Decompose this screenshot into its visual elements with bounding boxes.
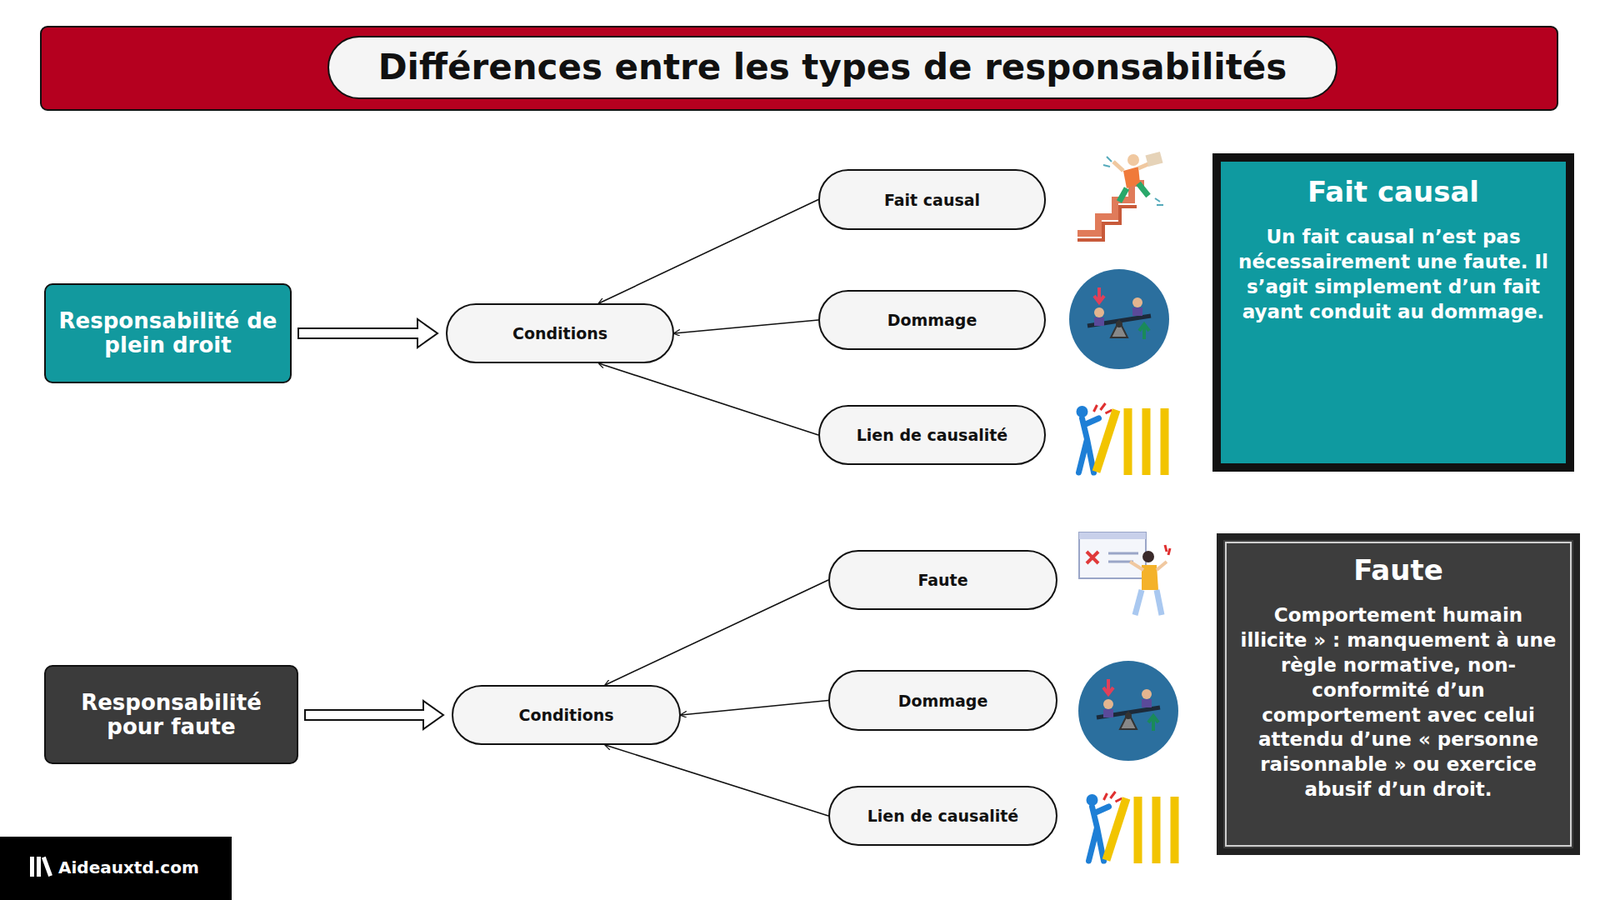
process-box: Conditions [451,685,681,745]
connector-arrow [605,580,829,685]
node-label: Fait causal [884,190,980,210]
connector-arrow [599,363,819,435]
node-label: Dommage [887,310,978,330]
node-label: Faute [917,570,968,590]
title-text: Différences entre les types de responsab… [328,46,1337,88]
panel-body: Un fait causal n’est pas nécessairement … [1235,225,1551,325]
panel-heading: Faute [1353,553,1444,587]
node-label: Dommage [898,691,989,710]
damage-icon [1069,269,1170,370]
process-box: Lien de causalité [828,785,1058,846]
definition-panel: FauteComportement humain illicite » : ma… [1216,533,1580,855]
connector-arrow [680,700,829,716]
panel-body: Comportement humain illicite » : manquem… [1238,603,1559,803]
node-label: Responsabilité de plein droit [57,309,279,357]
connector-arrow [605,745,829,816]
category-box: Responsabilité pour faute [44,665,299,765]
process-box: Conditions [445,303,675,364]
fall-icon [1077,151,1164,240]
node-label: Responsabilité pour faute [57,690,285,739]
process-box: Lien de causalité [818,405,1046,465]
category-box: Responsabilité de plein droit [44,283,292,384]
watermark-band [0,836,232,900]
node-label: Lien de causalité [867,806,1019,825]
domino-icon [1086,791,1180,864]
panel-heading: Fait causal [1307,175,1480,209]
process-box: Fait causal [818,169,1046,230]
block-arrow [298,319,438,348]
book-icon [30,856,53,877]
node-label: Lien de causalité [856,425,1008,445]
title-band [40,26,1558,110]
damage-icon [1078,660,1179,761]
node-label: Conditions [512,324,608,343]
title-pill [328,36,1337,99]
block-arrow [305,700,444,730]
process-box: Dommage [828,670,1058,731]
watermark: Aideauxtd.com [58,857,200,878]
connector-arrow [674,320,819,334]
domino-icon [1076,403,1170,475]
process-box: Dommage [818,290,1046,350]
node-label: Conditions [518,705,614,725]
process-box: Faute [828,550,1058,610]
definition-panel: Fait causal Un fait causal n’est pas néce… [1212,153,1575,472]
connector-arrow [599,200,819,305]
error-icon [1079,532,1170,615]
